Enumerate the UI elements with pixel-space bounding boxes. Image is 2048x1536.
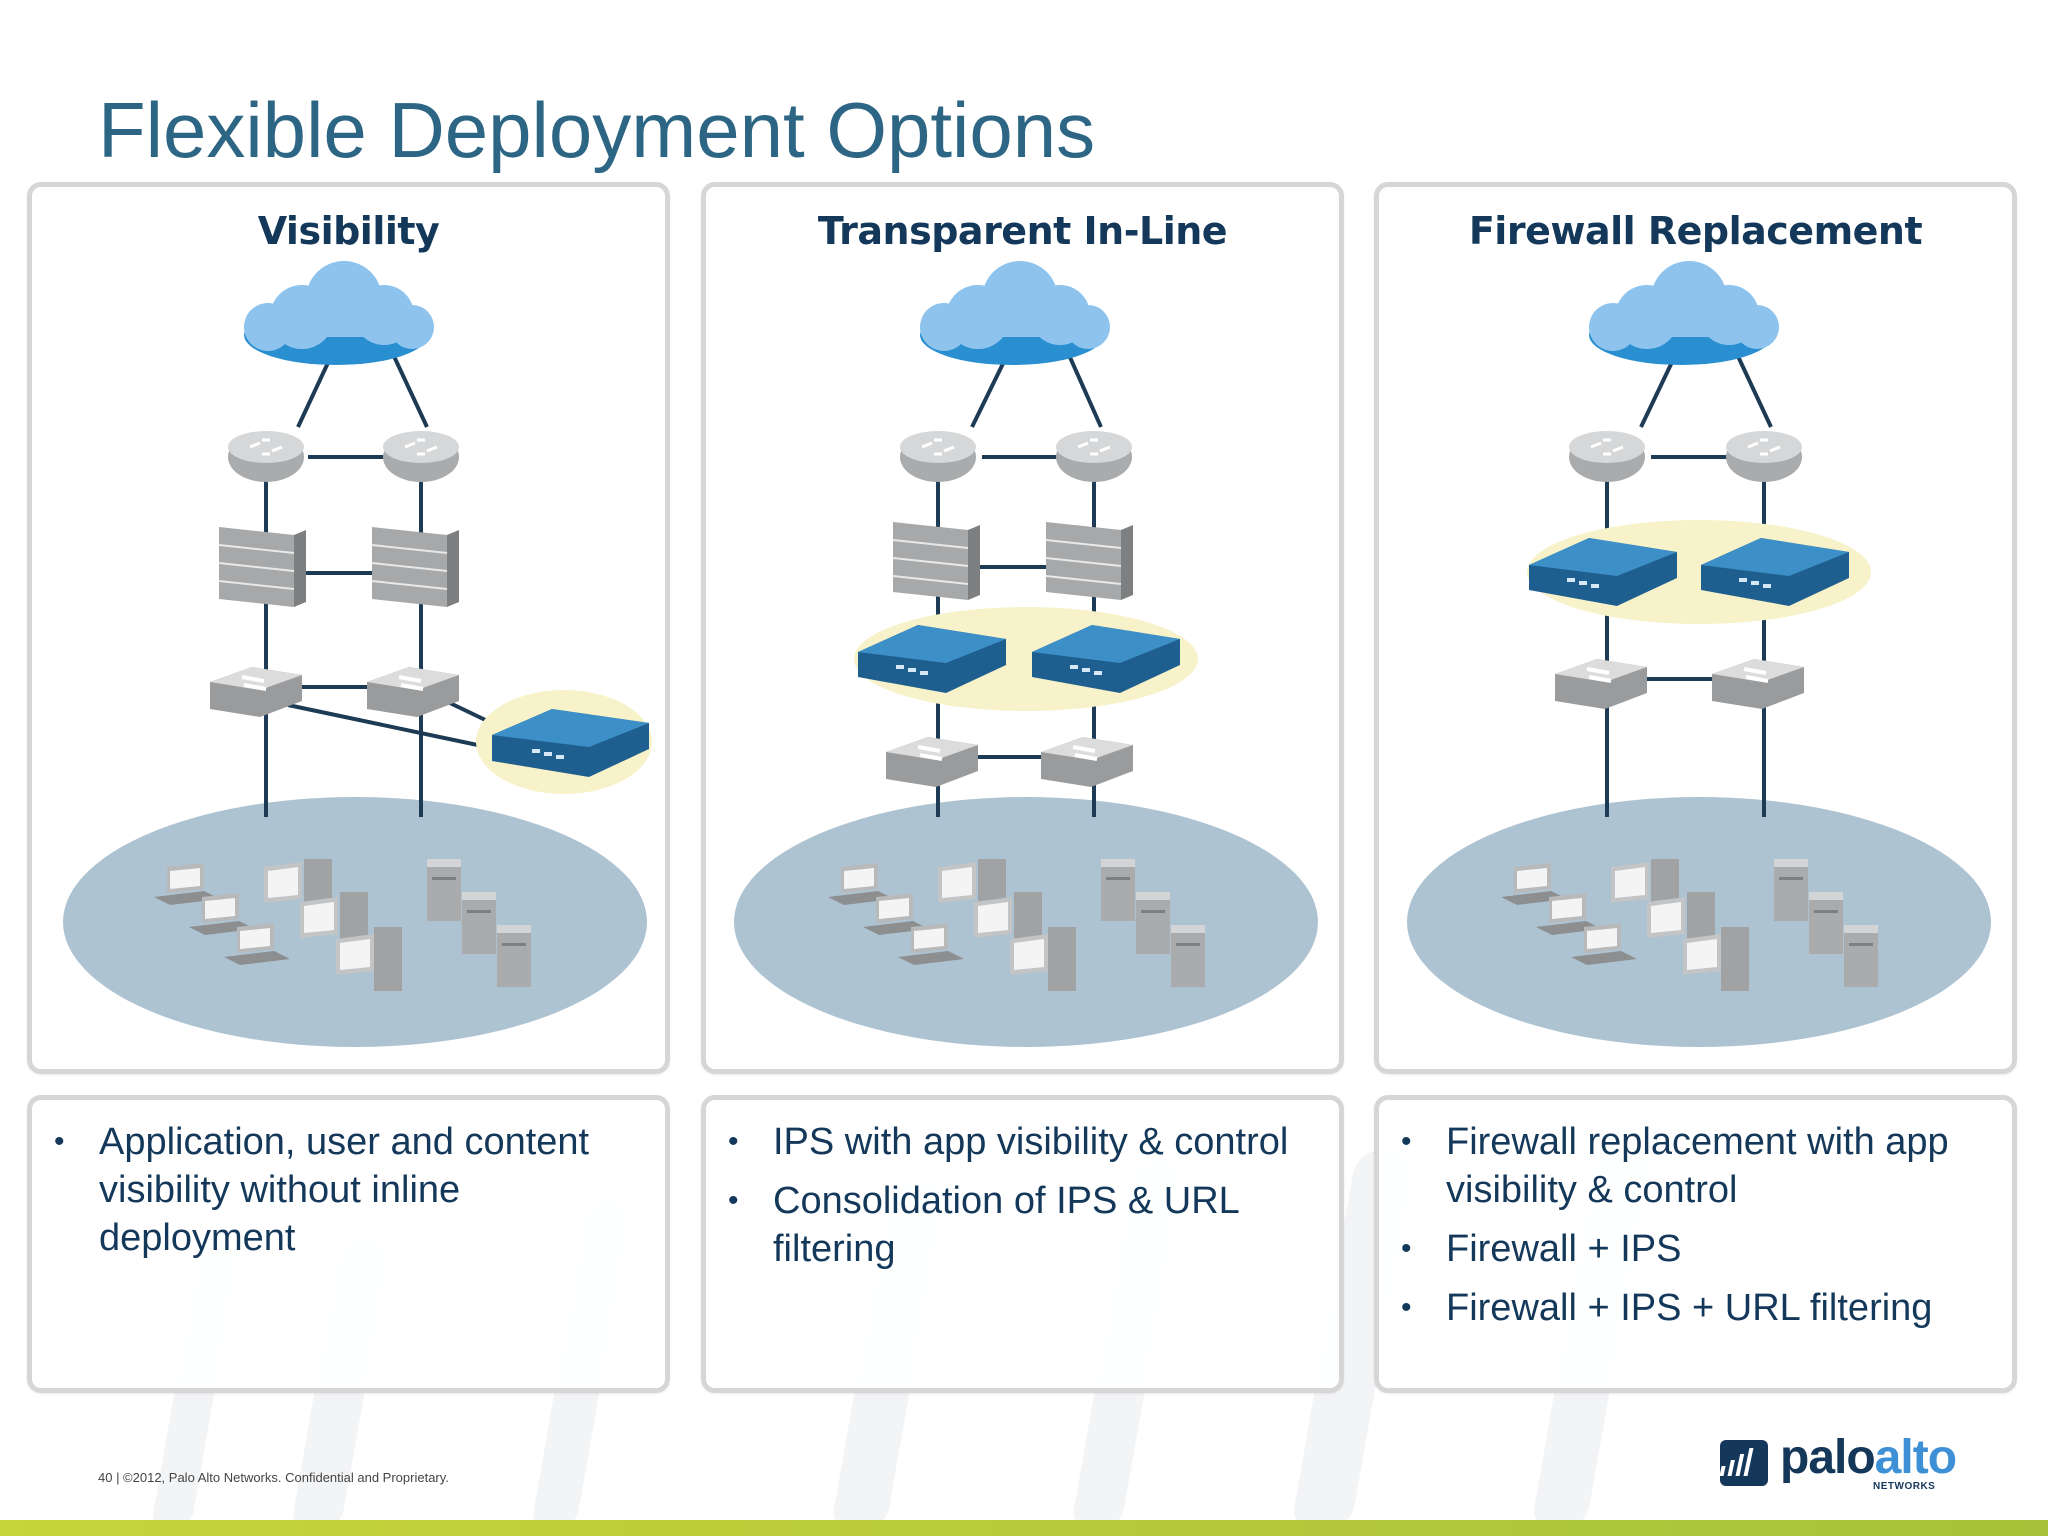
bullet-list: •Application, user and content visibilit…	[32, 1100, 665, 1262]
laptop-icon	[189, 893, 255, 935]
bullet-dot: •	[1401, 1291, 1412, 1324]
transparent-inline-diagram-panel: Transparent In-Line	[701, 182, 1344, 1074]
desktop-icon	[938, 859, 1006, 919]
server-icon	[1171, 925, 1205, 987]
slide-title: Flexible Deployment Options	[98, 86, 1096, 174]
appliance-icon	[1701, 538, 1849, 606]
server-icon	[1136, 892, 1170, 954]
laptop-icon	[224, 923, 290, 965]
server-icon	[497, 925, 531, 987]
appliance-icon	[858, 625, 1006, 693]
panel-heading: Visibility	[257, 209, 440, 253]
bullet-list: •IPS with app visibility & control •Cons…	[706, 1100, 1339, 1273]
switch-icon	[1555, 659, 1647, 709]
accent-bar	[0, 1520, 2048, 1536]
network-diagram	[1407, 261, 1991, 1047]
palo-alto-logo-mark	[1719, 1440, 1768, 1486]
firewall-replacement-diagram-panel: Firewall Replacement	[1374, 182, 2017, 1074]
switch-icon	[1712, 659, 1804, 709]
firewall-icon	[218, 527, 306, 607]
logo-wordmark: paloalto	[1780, 1431, 1957, 1484]
footer-copyright: 40 | ©2012, Palo Alto Networks. Confiden…	[98, 1470, 449, 1485]
desktop-icon	[1683, 927, 1749, 991]
laptop-icon	[898, 923, 964, 965]
router-icon	[228, 431, 304, 482]
bullet-item: •Application, user and content visibilit…	[54, 1118, 645, 1262]
bullet-dot: •	[728, 1125, 739, 1158]
firewall-replacement-description-panel: •Firewall replacement with app visibilit…	[1374, 1095, 2017, 1393]
bullet-item: •Firewall replacement with app visibilit…	[1401, 1118, 1992, 1214]
bullet-dot: •	[1401, 1232, 1412, 1265]
laptop-icon	[863, 893, 929, 935]
palo-alto-logo: paloalto NETWORKS	[1718, 1431, 1958, 1494]
cloud-icon	[920, 261, 1110, 365]
firewall-icon	[1045, 522, 1133, 600]
router-icon	[1056, 431, 1132, 482]
bullet-dot: •	[728, 1184, 739, 1217]
server-icon	[1844, 925, 1878, 987]
transparent-inline-description-panel: •IPS with app visibility & control •Cons…	[701, 1095, 1344, 1393]
logo-subtitle: NETWORKS	[1873, 1481, 1936, 1492]
cloud-icon	[1589, 261, 1779, 365]
panel-heading: Firewall Replacement	[1468, 209, 1923, 253]
appliance-icon	[1032, 625, 1180, 693]
router-icon	[1726, 431, 1802, 482]
bullet-item: •Firewall + IPS + URL filtering	[1401, 1284, 1992, 1332]
laptop-icon	[1501, 863, 1567, 905]
desktop-icon	[336, 927, 402, 991]
visibility-diagram-panel: Visibility	[27, 182, 670, 1074]
panel-heading: Transparent In-Line	[817, 209, 1228, 253]
appliance-icon	[1529, 538, 1677, 606]
firewall-icon	[892, 522, 980, 600]
laptop-icon	[154, 863, 220, 905]
bullet-dot: •	[1401, 1125, 1412, 1158]
cloud-icon	[244, 261, 434, 365]
switch-icon	[210, 667, 302, 717]
network-diagram	[734, 261, 1318, 1047]
switch-icon	[367, 667, 459, 717]
bullet-item: •Firewall + IPS	[1401, 1225, 1992, 1273]
router-icon	[383, 431, 459, 482]
switch-icon	[1041, 737, 1133, 787]
server-icon	[1809, 892, 1843, 954]
desktop-icon	[1010, 927, 1076, 991]
server-icon	[462, 892, 496, 954]
bullet-item: •Consolidation of IPS & URL filtering	[728, 1177, 1319, 1273]
bullet-list: •Firewall replacement with app visibilit…	[1379, 1100, 2012, 1332]
firewall-icon	[371, 527, 459, 607]
server-icon	[427, 859, 461, 921]
server-icon	[1774, 859, 1808, 921]
laptop-icon	[1536, 893, 1602, 935]
bullet-item: •IPS with app visibility & control	[728, 1118, 1319, 1166]
bullet-dot: •	[54, 1125, 65, 1158]
laptop-icon	[828, 863, 894, 905]
server-icon	[1101, 859, 1135, 921]
visibility-description-panel: •Application, user and content visibilit…	[27, 1095, 670, 1393]
appliance-icon	[492, 709, 649, 777]
router-icon	[900, 431, 976, 482]
laptop-icon	[1571, 923, 1637, 965]
router-icon	[1569, 431, 1645, 482]
network-diagram	[63, 261, 652, 1047]
switch-icon	[886, 737, 978, 787]
